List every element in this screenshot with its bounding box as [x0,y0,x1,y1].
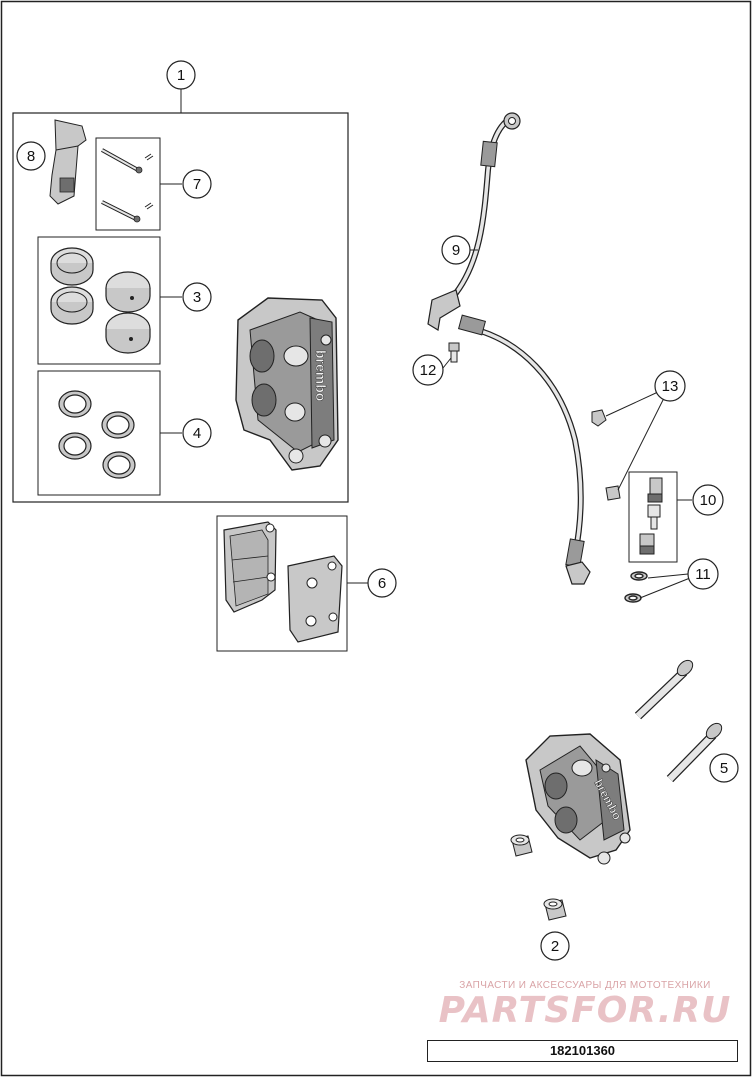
caliper-body-part [235,297,339,471]
callout-2: 2 [540,931,570,961]
callout-7: 7 [182,169,212,199]
brake-line-part [427,112,591,585]
callout-10: 10 [692,484,724,516]
piston-part [50,286,94,325]
callout-5: 5 [709,753,739,783]
svg-text:9: 9 [452,242,460,259]
svg-text:12: 12 [420,362,437,379]
clip-part [591,409,621,501]
svg-text:8: 8 [27,148,35,165]
bleeder-box [628,471,678,563]
watermark-subtitle: ЗАПЧАСТИ И АКСЕССУАРЫ ДЛЯ МОТОТЕХНИКИ [459,980,711,991]
caliper-assembly-part [525,733,631,865]
callout-13: 13 [654,370,686,402]
callout-12: 12 [412,354,444,386]
callout-8: 8 [16,141,46,171]
brake-pad-part [223,521,277,613]
svg-text:1: 1 [177,67,185,84]
piston-part [50,247,94,286]
piston-part [105,271,151,313]
pin-part [101,200,154,223]
seal-box [37,370,161,496]
bleeder-valve-part [639,477,663,555]
svg-text:5: 5 [720,760,728,777]
banjo-bolt-part [448,342,460,363]
seal-part [58,390,136,479]
watermark-logo: PARTSFOR.RU [438,990,732,1031]
svg-text:6: 6 [378,575,386,592]
svg-text:13: 13 [662,378,679,395]
svg-text:11: 11 [695,566,711,583]
mounting-bolt-part [666,722,723,783]
svg-text:4: 4 [193,425,201,442]
callout-3: 3 [182,282,212,312]
piston-part [105,312,151,354]
brake-pad-part [287,555,343,643]
svg-text:2: 2 [551,938,559,955]
caliper-brand-label: brembo [313,350,329,401]
callout-4: 4 [182,418,212,448]
callout-1: 1 [166,60,196,90]
mounting-bolt-part [634,659,694,720]
callout-6: 6 [367,568,397,598]
svg-text:10: 10 [700,492,717,509]
spacer-part [543,898,567,921]
callout-11: 11 [687,558,719,590]
svg-text:7: 7 [193,176,201,193]
callout-9: 9 [441,235,471,265]
washer-part [624,571,648,603]
part-number-label: 182101360 [427,1040,738,1062]
spacer-part [510,834,533,857]
watermark: ЗАПЧАСТИ И АКСЕССУАРЫ ДЛЯ МОТОТЕХНИКИ PA… [425,980,745,1031]
svg-text:3: 3 [193,289,201,306]
piston-box [37,236,161,365]
pin-part [101,148,154,174]
bracket-part [49,119,87,205]
